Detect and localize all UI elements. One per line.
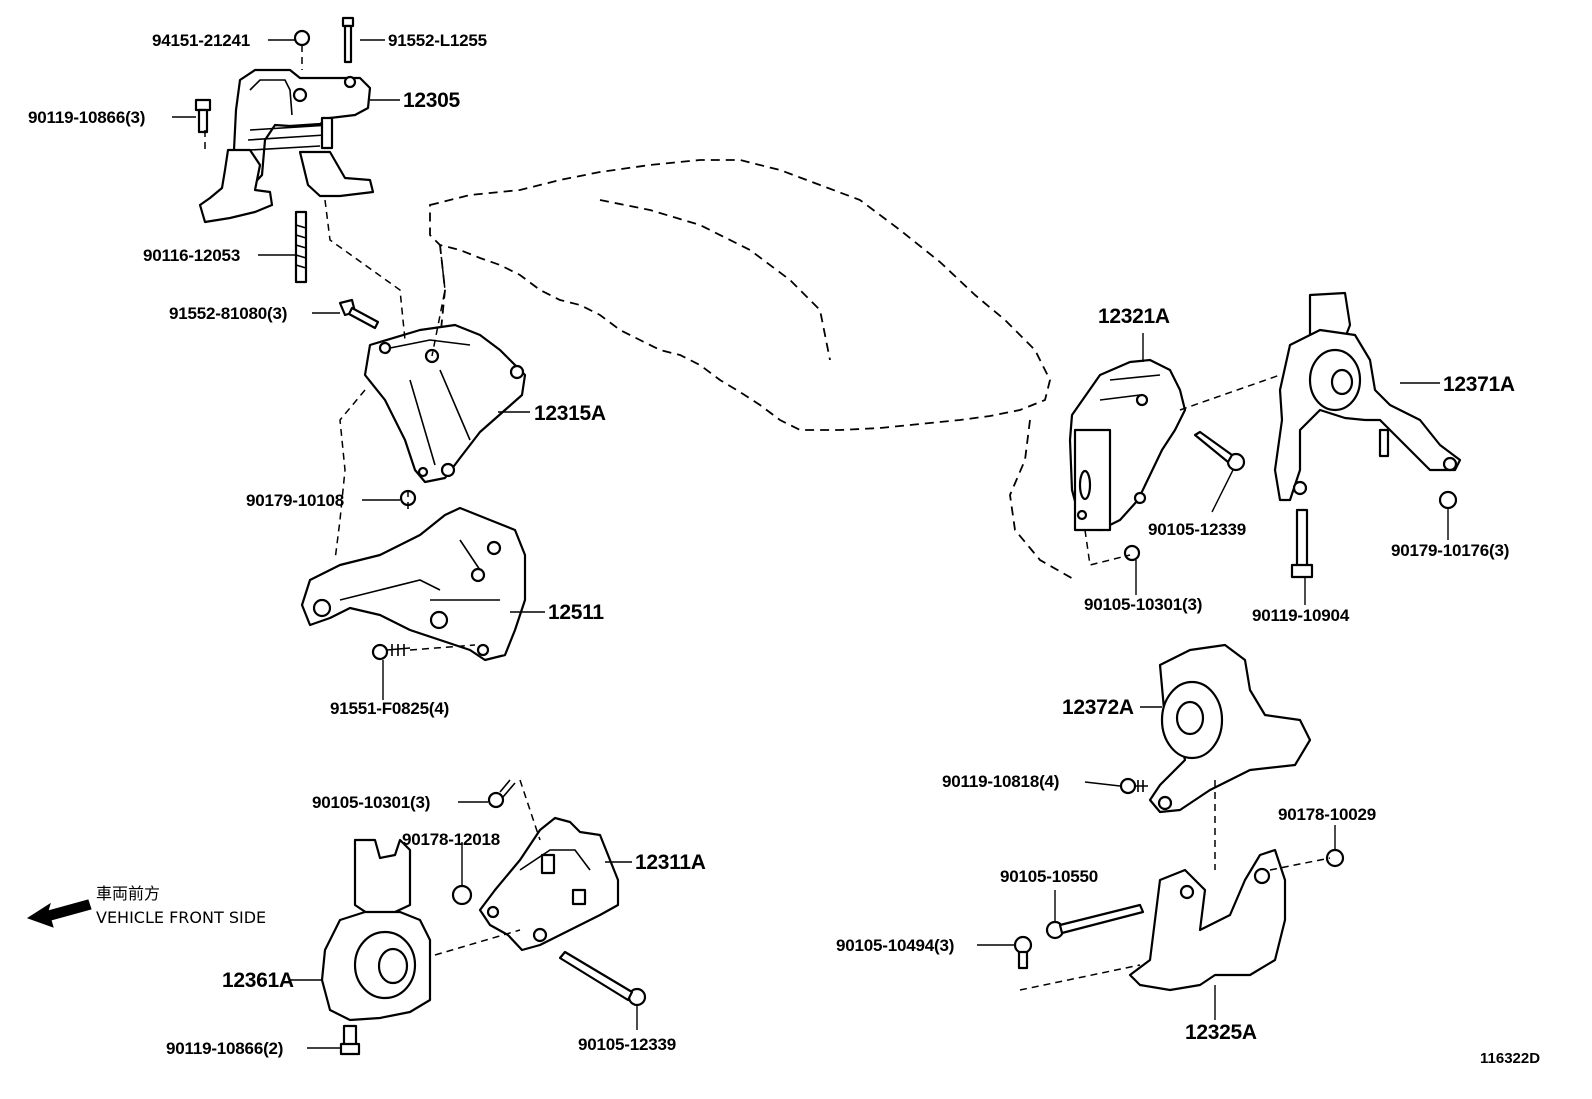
direction-label-en: VEHICLE FRONT SIDE [96,908,267,927]
part-label: 12311A [635,851,706,874]
part-label: 90105-10301(3) [1084,595,1203,614]
part-label: 12325A [1185,1021,1257,1044]
part-12305 [198,68,375,224]
part-label: 90119-10818(4) [942,772,1060,791]
part-label: 12315A [534,402,606,425]
part-label: 12511 [548,601,604,624]
part-label: 90116-12053 [143,246,241,265]
part-12511 [300,506,527,662]
part-90116-12053 [294,210,308,284]
part-label: 12305 [403,89,460,112]
part-label: 90105-10550 [1000,867,1099,886]
part-label: 90179-10176(3) [1391,541,1510,560]
part-label: 12371A [1443,373,1515,396]
part-label: 90119-10866(2) [166,1039,284,1058]
part-label: 91552-81080(3) [169,304,288,323]
part-label: 90119-10866(3) [28,108,146,127]
part-12321A [1068,358,1246,562]
reference-number: 116322D [1480,1050,1541,1067]
part-label: 90178-10029 [1278,805,1377,824]
part-label: 12361A [222,969,294,992]
hardware-top [194,16,380,330]
part-label: 90105-12339 [578,1035,677,1054]
part-12361A [320,838,432,1056]
part-label: 90179-10108 [246,491,345,510]
part-label: 90119-10904 [1252,606,1350,625]
engine-outline [429,159,1076,581]
front-direction-arrow-icon [26,899,92,928]
part-12371A [1273,291,1462,579]
direction-label-jp: 車両前方 [96,884,161,903]
part-label: 91551-F0825(4) [330,699,450,718]
part-label: 90105-12339 [1148,520,1247,539]
part-label: 90105-10494(3) [836,936,955,955]
part-label: 91552-L1255 [388,31,487,50]
part-label: 12321A [1098,305,1170,328]
part-label: 90105-10301(3) [312,793,431,812]
part-12372A [1119,643,1312,814]
part-label: 12372A [1062,696,1134,719]
leader-lines [172,39,1449,1049]
part-12311A [451,779,647,1007]
part-label: 90178-12018 [402,830,501,849]
part-12315A [363,323,527,507]
part-label: 94151-21241 [152,31,251,50]
assembly-lines [204,45,1331,991]
